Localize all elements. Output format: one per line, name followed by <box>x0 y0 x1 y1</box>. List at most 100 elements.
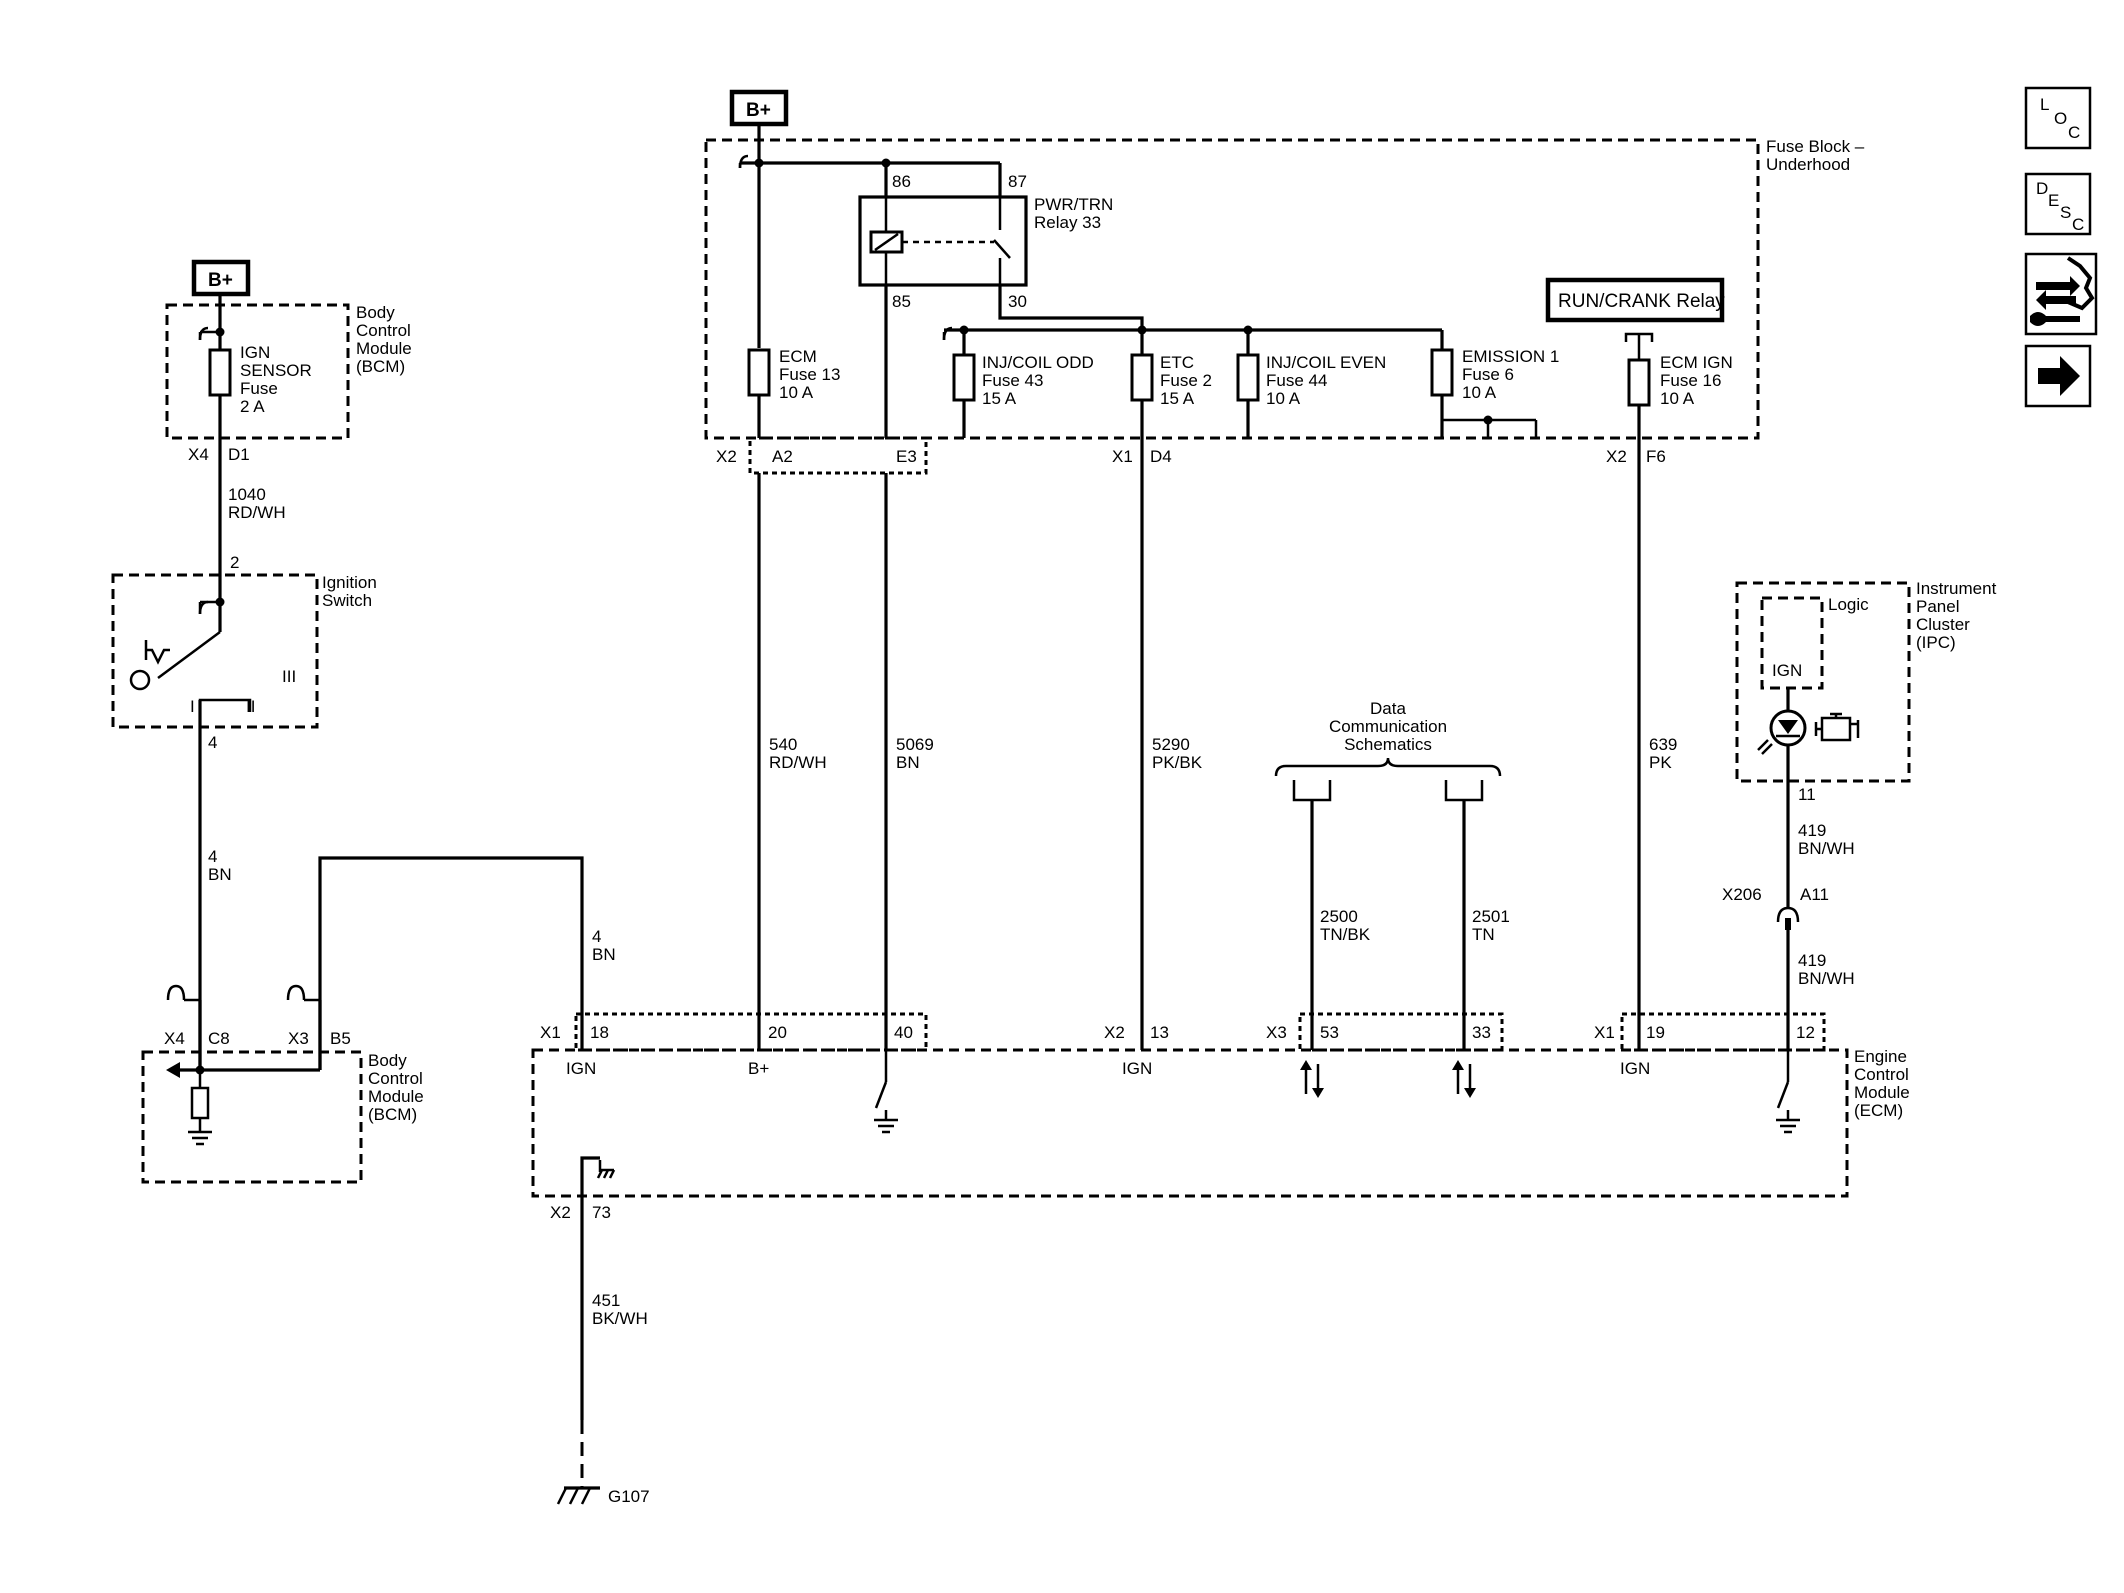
ground-g107: G107 <box>556 1486 650 1506</box>
fuse-block-title-2: Underhood <box>1766 155 1850 174</box>
data-arrow-33 <box>1452 1060 1476 1098</box>
ipc-title-1: Instrument <box>1916 579 1997 598</box>
wire-4b-num: 4 <box>592 927 601 946</box>
wire-4a-num: 4 <box>208 847 217 866</box>
connector-view-button[interactable] <box>2024 252 2098 336</box>
desc-letter-e: E <box>2048 191 2059 210</box>
relay-pin-86: 86 <box>892 172 911 191</box>
bplus-top: B+ <box>729 89 789 163</box>
ecm-pin-40: 40 <box>894 1023 913 1042</box>
wire-5069-color: BN <box>896 753 920 772</box>
next-page-button[interactable] <box>2024 344 2092 408</box>
relay-name-1: PWR/TRN <box>1034 195 1113 214</box>
fuse-conn-x2-a: X2 <box>716 447 737 466</box>
bcm-top-title-2: Control <box>356 321 411 340</box>
bcm-bottom: X4 C8 X3 B5 Body Control Module (BCM) <box>141 984 424 1184</box>
fuse-emission-rating: 10 A <box>1462 383 1497 402</box>
data-arrow-53 <box>1300 1060 1324 1098</box>
ign-switch-title-2: Switch <box>322 591 372 610</box>
bcm-bottom-c8: C8 <box>208 1029 230 1048</box>
fuse-pin-d4: D4 <box>1150 447 1172 466</box>
engine-control-module: Engine Control Module (ECM) X1 18 20 40 … <box>531 1012 1910 1222</box>
wire-2501-color: TN <box>1472 925 1495 944</box>
wire-639-color: PK <box>1649 753 1672 772</box>
ipc-title-2: Panel <box>1916 597 1959 616</box>
fuse-emission-label: EMISSION 1 <box>1462 347 1559 366</box>
relay-pin-85: 85 <box>892 292 911 311</box>
fuse-ecm-ign-number: Fuse 16 <box>1660 371 1721 390</box>
bcm-top-conn: X4 <box>188 445 209 464</box>
ipc-logic-label: Logic <box>1828 595 1869 614</box>
ipc-ign-label: IGN <box>1772 661 1802 680</box>
fuse-emission-number: Fuse 6 <box>1462 365 1514 384</box>
bcm-top-title-4: (BCM) <box>356 357 405 376</box>
desc-letter-d: D <box>2036 179 2048 198</box>
loc-letter-o: O <box>2054 109 2067 128</box>
bcm-bottom-x3: X3 <box>288 1029 309 1048</box>
ecm-bplus-label: B+ <box>748 1059 769 1078</box>
relay-pin-87: 87 <box>1008 172 1027 191</box>
wire-4a-color: BN <box>208 865 232 884</box>
loc-letter-c: C <box>2068 123 2080 142</box>
wire-4b-color: BN <box>592 945 616 964</box>
fuse-inj-even-number: Fuse 44 <box>1266 371 1327 390</box>
fuse-etc-label: ETC <box>1160 353 1194 372</box>
fuse-inj-odd-label: INJ/COIL ODD <box>982 353 1094 372</box>
wire-419a-color: BN/WH <box>1798 839 1855 858</box>
ecm-conn-x2-a: X2 <box>1104 1023 1125 1042</box>
bcm-bottom-x4: X4 <box>164 1029 185 1048</box>
ecm-title-4: (ECM) <box>1854 1101 1903 1120</box>
bcm-bottom-title-3: Module <box>368 1087 424 1106</box>
arrow-right-icon <box>2038 356 2080 396</box>
data-comm-label-3: Schematics <box>1344 735 1432 754</box>
ipc-title-3: Cluster <box>1916 615 1970 634</box>
wire-5290-color: PK/BK <box>1152 753 1203 772</box>
x206-pin-a11: A11 <box>1800 885 1829 904</box>
bcm-bottom-title-1: Body <box>368 1051 407 1070</box>
ipc-pin-11: 11 <box>1798 785 1816 804</box>
fuse-ecm-rating: 10 A <box>779 383 814 402</box>
ecm-pin-33: 33 <box>1472 1023 1491 1042</box>
data-communication-ref: Data Communication Schematics 2500 TN/BK… <box>1274 699 1510 1050</box>
wire-419b-num: 419 <box>1798 951 1826 970</box>
relay-name-2: Relay 33 <box>1034 213 1101 232</box>
wire-540-num: 540 <box>769 735 797 754</box>
ecm-ign-label-2: IGN <box>1122 1059 1152 1078</box>
ign-pos-ii: II <box>246 697 255 716</box>
ign-pos-i: I <box>190 697 195 716</box>
ground-g107-label: G107 <box>608 1487 650 1506</box>
connector-icon <box>2030 256 2095 326</box>
wire-451-num: 451 <box>592 1291 620 1310</box>
bcm-top-title-3: Module <box>356 339 412 358</box>
fuse-block-title-1: Fuse Block – <box>1766 137 1865 156</box>
fuse-ecm-number: Fuse 13 <box>779 365 840 384</box>
fuse-etc-rating: 15 A <box>1160 389 1195 408</box>
desc-letter-c: C <box>2072 215 2084 234</box>
ecm-pin-18: 18 <box>590 1023 609 1042</box>
location-button[interactable]: L O C <box>2024 86 2092 150</box>
wire-1040-num: 1040 <box>228 485 266 504</box>
loc-letter-l: L <box>2040 95 2049 114</box>
description-button[interactable]: D E S C <box>2024 172 2092 236</box>
bcm-fuse-rating: 2 A <box>240 397 265 416</box>
ecm-ign-label-3: IGN <box>1620 1059 1650 1078</box>
ecm-conn-x2-b: X2 <box>550 1203 571 1222</box>
ecm-pin-73: 73 <box>592 1203 611 1222</box>
ignition-switch: 2 Ignition Switch I II III 4 <box>111 553 377 752</box>
fuse-pin-a2: A2 <box>772 447 793 466</box>
ecm-pin-20: 20 <box>768 1023 787 1042</box>
desc-letter-s: S <box>2060 203 2071 222</box>
wire-451-color: BK/WH <box>592 1309 648 1328</box>
wire-2500-color: TN/BK <box>1320 925 1371 944</box>
ign-switch-pin-4: 4 <box>208 733 217 752</box>
ecm-title-3: Module <box>1854 1083 1910 1102</box>
data-comm-label-2: Communication <box>1329 717 1447 736</box>
bplus-top-label: B+ <box>746 100 771 121</box>
ecm-conn-x3: X3 <box>1266 1023 1287 1042</box>
data-comm-label-1: Data <box>1370 699 1406 718</box>
wire-540-color: RD/WH <box>769 753 827 772</box>
ecm-pin-19: 19 <box>1646 1023 1665 1042</box>
fuse-pin-f6: F6 <box>1646 447 1666 466</box>
wire-639-num: 639 <box>1649 735 1677 754</box>
bplus-left-label: B+ <box>208 270 233 291</box>
